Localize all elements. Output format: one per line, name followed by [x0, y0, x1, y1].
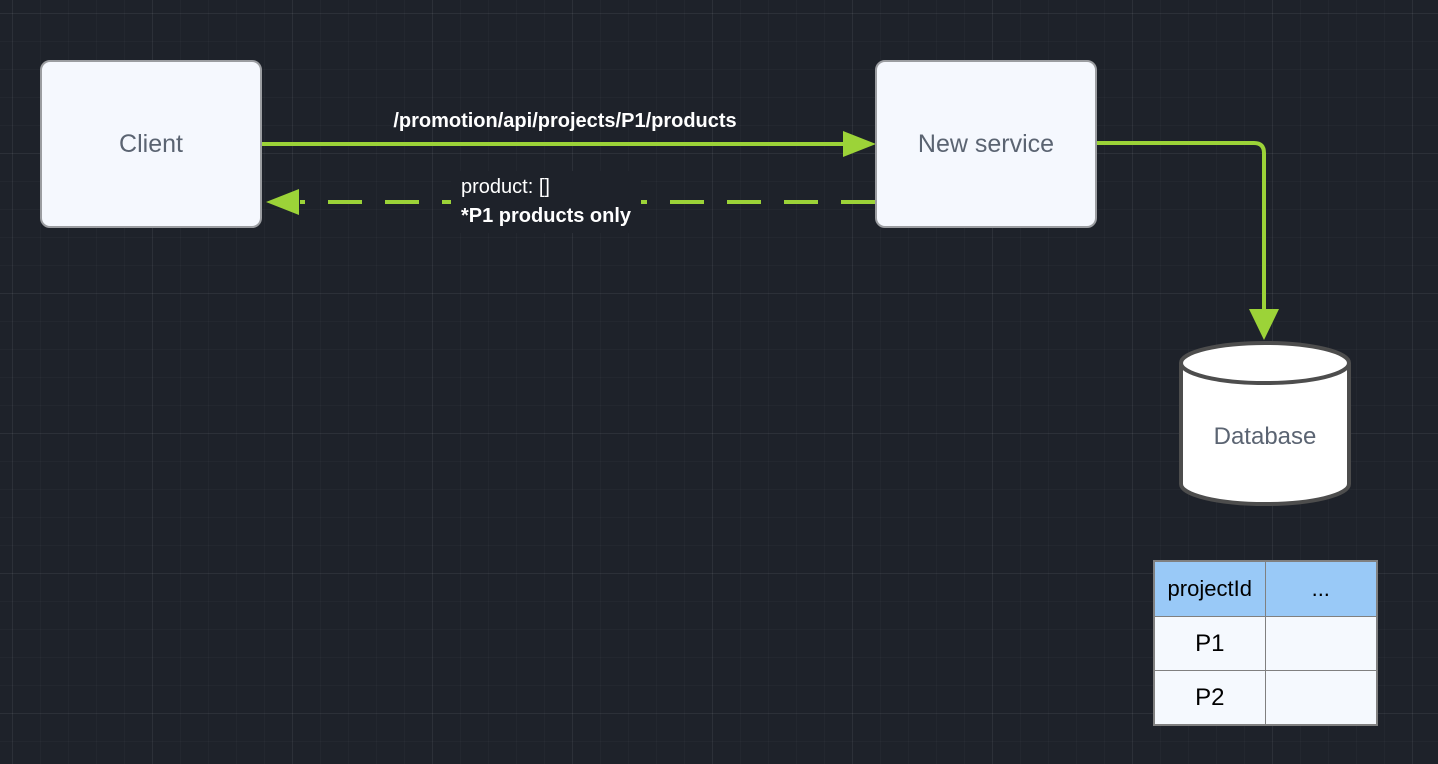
service-to-database-arrowhead-icon: [1249, 309, 1279, 340]
table-header-projectid[interactable]: projectId: [1153, 560, 1266, 617]
response-edge-label-line2: *P1 products only: [461, 205, 632, 227]
node-new-service[interactable]: New service: [875, 60, 1097, 228]
client-label: Client: [119, 129, 183, 158]
response-edge-label-line1: product: []: [461, 176, 550, 198]
new-service-label: New service: [917, 129, 1055, 158]
table-row: P1: [1153, 616, 1378, 671]
database-cylinder[interactable]: [1179, 341, 1351, 506]
table-cell-p2[interactable]: P2: [1153, 670, 1266, 726]
table-cell-p1-extra[interactable]: [1264, 616, 1378, 671]
database-label: Database: [1213, 423, 1317, 450]
projects-table[interactable]: projectId ... P1 P2: [1153, 560, 1378, 726]
node-client[interactable]: Client: [40, 60, 262, 228]
request-arrowhead-icon: [843, 131, 876, 157]
table-cell-p1[interactable]: P1: [1153, 616, 1266, 671]
response-edge-label: product: [] *P1 products only: [451, 171, 642, 233]
table-header-row: projectId ...: [1153, 560, 1378, 617]
request-edge-label: /promotion/api/projects/P1/products: [393, 110, 737, 132]
response-arrowhead-icon: [266, 189, 299, 215]
table-cell-p2-extra[interactable]: [1264, 670, 1378, 726]
table-row: P2: [1153, 670, 1378, 726]
service-to-database-arrow-line[interactable]: [1097, 141, 1266, 311]
table-header-ellipsis[interactable]: ...: [1264, 560, 1378, 617]
